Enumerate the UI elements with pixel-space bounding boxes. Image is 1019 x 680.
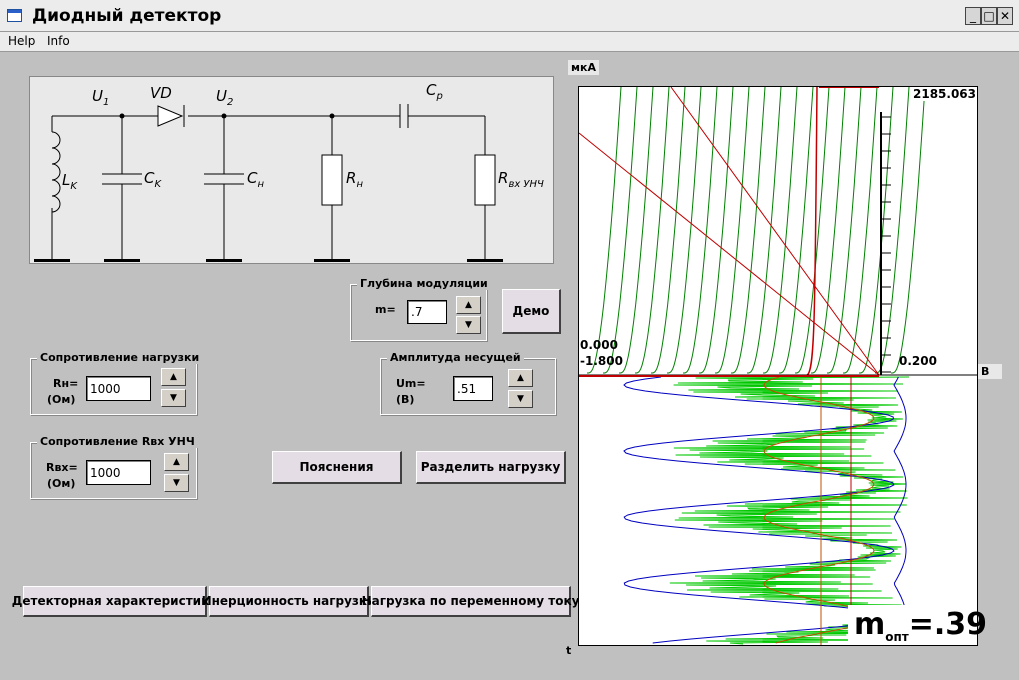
load-resistance-input[interactable] xyxy=(86,376,151,401)
demo-button[interactable]: Дeмо xyxy=(502,289,561,334)
characteristic-curve xyxy=(891,87,926,374)
characteristic-curve xyxy=(747,87,782,374)
input-resistance-group: Сопротивление Rвх УНЧ Rвх= (Ом) ▲ ▼ xyxy=(30,435,198,499)
label-u2: U2 xyxy=(216,87,234,108)
detector-characteristic-button[interactable]: Детекторная характеристика xyxy=(12,586,217,617)
characteristic-curve xyxy=(587,87,622,374)
characteristic-curve xyxy=(635,87,670,374)
demodulated-signal xyxy=(763,376,875,644)
input-resistance-unit: (Ом) xyxy=(47,477,76,490)
load-resistance-group: Сопротивление нагрузки Rн= (Ом) ▲ ▼ xyxy=(30,351,203,415)
load-resistance-title: Сопротивление нагрузки xyxy=(37,351,203,364)
input-resistance-down-button[interactable]: ▼ xyxy=(164,474,189,492)
label-ck: CK xyxy=(144,169,162,190)
ac-load-button[interactable]: Нагрузка по переменному току xyxy=(362,586,579,617)
envelope-right xyxy=(893,376,907,644)
modulation-down-button[interactable]: ▼ xyxy=(456,316,481,334)
circuit-schematic: U1 VD U2 Cp LK CK Cн Rн Rвх УНЧ xyxy=(29,76,554,264)
modulation-input[interactable] xyxy=(407,300,447,324)
explanations-button[interactable]: Пояснения xyxy=(272,451,402,484)
characteristic-curve xyxy=(603,87,638,374)
menu-help[interactable]: Help xyxy=(8,34,36,48)
main-characteristic xyxy=(806,87,818,376)
window-title: Диодный детектор xyxy=(32,6,222,26)
load-resistance-label: Rн= xyxy=(53,377,79,390)
graph-canvas xyxy=(578,86,978,646)
characteristic-curve xyxy=(715,87,750,374)
y-max-label: 2185.063 xyxy=(913,87,977,101)
menu-bar: Help Info xyxy=(0,32,1019,52)
characteristic-curve xyxy=(811,87,846,374)
characteristic-curve xyxy=(699,87,734,374)
characteristic-curve xyxy=(779,87,814,374)
split-load-button[interactable]: Разделить нагрузку xyxy=(416,451,566,484)
close-icon[interactable]: ✕ xyxy=(997,7,1013,25)
y-unit-label: мкА xyxy=(568,60,599,75)
label-vd: VD xyxy=(150,84,172,102)
envelope xyxy=(623,376,895,644)
detector-graph: 2185.063 0.000 -1.800 0.200 mопт=.39 xyxy=(578,86,987,646)
characteristic-curve xyxy=(683,87,718,374)
y-zero-label: 0.000 xyxy=(580,338,618,352)
characteristic-curve xyxy=(763,87,798,374)
x-max-label: 0.200 xyxy=(899,354,937,368)
characteristic-curve xyxy=(795,87,830,374)
title-bar: Диодный детектор _ □ ✕ xyxy=(0,0,1019,32)
carrier-amplitude-up-button[interactable]: ▲ xyxy=(508,369,533,387)
load-inertia-button[interactable]: Инерционность нагрузки xyxy=(202,586,375,617)
characteristic-curve xyxy=(859,87,894,374)
input-resistance-title: Сопротивление Rвх УНЧ xyxy=(37,435,198,448)
load-resistance-unit: (Ом) xyxy=(47,393,76,406)
x-min-label: -1.800 xyxy=(580,354,623,368)
load-resistance-up-button[interactable]: ▲ xyxy=(161,368,186,386)
carrier-amplitude-label: Um= xyxy=(396,377,426,390)
carrier-amplitude-input[interactable] xyxy=(453,376,493,401)
carrier-amplitude-unit: (B) xyxy=(396,393,415,406)
carrier-amplitude-down-button[interactable]: ▼ xyxy=(508,390,533,408)
input-resistance-label: Rвх= xyxy=(46,461,78,474)
label-lk: LK xyxy=(62,171,77,192)
modulation-up-button[interactable]: ▲ xyxy=(456,296,481,314)
modulation-depth-group: Глубина модуляции m= ▲ ▼ xyxy=(350,277,491,341)
am-signal xyxy=(669,376,910,645)
characteristic-curve xyxy=(827,87,862,374)
characteristic-curve xyxy=(731,87,766,374)
menu-info[interactable]: Info xyxy=(47,34,70,48)
minimize-icon[interactable]: _ xyxy=(965,7,981,25)
t-axis-label: t xyxy=(566,644,572,657)
input-resistance-up-button[interactable]: ▲ xyxy=(164,453,189,471)
carrier-amplitude-group: Амплитуда несущей Um= (B) ▲ ▼ xyxy=(380,351,556,415)
maximize-icon[interactable]: □ xyxy=(981,7,997,25)
characteristic-curve xyxy=(843,87,878,374)
m-opt-readout: mопт=.39 xyxy=(848,605,987,645)
modulation-depth-title: Глубина модуляции xyxy=(357,277,491,290)
label-rvx: Rвх УНЧ xyxy=(498,169,544,190)
label-rn: Rн xyxy=(346,169,363,190)
label-cp: Cp xyxy=(426,81,443,102)
load-line xyxy=(579,132,880,376)
carrier-amplitude-title: Амплитуда несущей xyxy=(387,351,524,364)
modulation-label: m= xyxy=(375,303,396,316)
characteristic-curve xyxy=(667,87,702,374)
circuit-diagram xyxy=(34,104,503,262)
app-window-icon xyxy=(7,9,22,22)
load-resistance-down-button[interactable]: ▼ xyxy=(161,389,186,407)
x-unit-label: B xyxy=(978,364,1002,379)
load-line xyxy=(670,87,880,376)
characteristic-curve xyxy=(619,87,654,374)
label-cn: Cн xyxy=(247,169,265,190)
label-u1: U1 xyxy=(92,87,110,108)
characteristic-curve xyxy=(651,87,686,374)
input-resistance-input[interactable] xyxy=(86,460,151,485)
